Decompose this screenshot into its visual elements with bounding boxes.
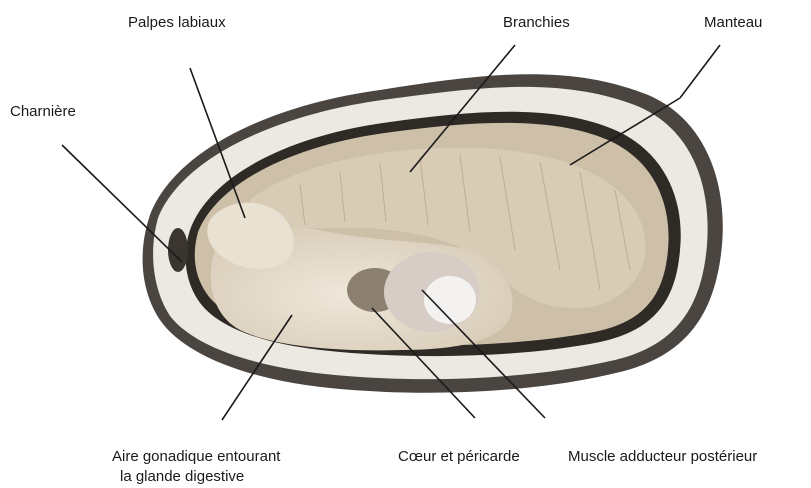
label-aire-gonadique-line1: Aire gonadique entourant xyxy=(112,448,280,466)
label-aire-gonadique-line2: la glande digestive xyxy=(120,468,244,486)
leader-manteau xyxy=(680,45,720,98)
label-manteau: Manteau xyxy=(704,14,762,32)
hinge xyxy=(168,228,188,272)
label-muscle-adducteur: Muscle adducteur postérieur xyxy=(568,448,757,466)
label-palpes-labiaux: Palpes labiaux xyxy=(128,14,226,32)
label-coeur-pericarde: Cœur et péricarde xyxy=(398,448,520,466)
label-charniere: Charnière xyxy=(10,103,76,121)
label-branchies: Branchies xyxy=(503,14,570,32)
